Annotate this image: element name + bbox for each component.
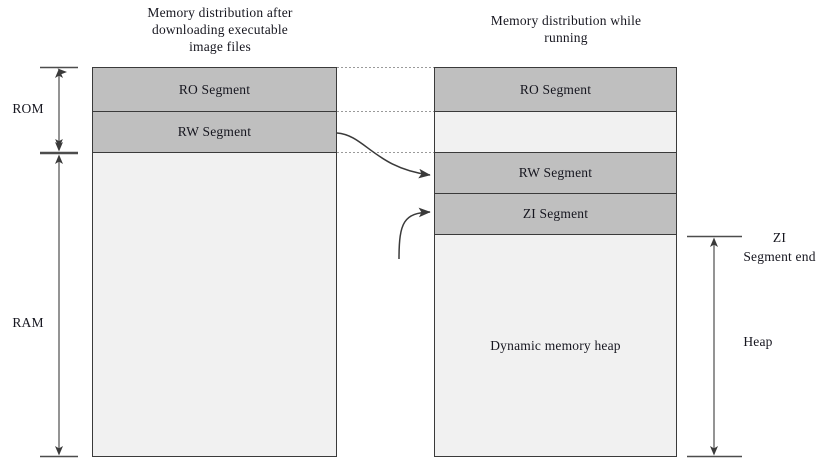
right-block-zi-segment[interactable]: ZI Segment (434, 193, 677, 235)
arrow-rw-relocation (336, 132, 431, 179)
zi-segment-end-label: ZI Segment end (730, 228, 829, 266)
ram-bracket-label: RAM (12, 315, 44, 330)
right-panel-title-line-1: Memory distribution while (490, 13, 642, 28)
right-block-ro-segment-label: RO Segment (519, 81, 592, 97)
right-block-gap[interactable] (434, 111, 677, 153)
right-block-dynamic-heap-label: Dynamic memory heap (490, 337, 621, 353)
right-block-ro-segment[interactable]: RO Segment (434, 67, 677, 112)
left-block-ro-segment[interactable]: RO Segment (92, 67, 337, 112)
right-panel-title: Memory distribution while running (452, 12, 680, 46)
left-panel-title-line-1: Memory distribution after (147, 5, 293, 20)
left-block-ro-segment-label: RO Segment (178, 81, 251, 97)
arrow-zi-creation (398, 207, 431, 260)
right-block-dynamic-heap[interactable]: Dynamic memory heap (434, 234, 677, 457)
left-panel-title-line-2: downloading executable (152, 22, 288, 37)
right-block-rw-segment[interactable]: RW Segment (434, 152, 677, 194)
left-panel-title: Memory distribution after downloading ex… (110, 4, 330, 55)
rom-bracket-arrowheads (55, 68, 63, 152)
zi-segment-end-label-line-1: ZI (772, 230, 787, 245)
left-block-free-space[interactable] (92, 152, 337, 457)
left-block-rw-segment[interactable]: RW Segment (92, 111, 337, 153)
zi-segment-end-label-line-2: Segment end (743, 249, 816, 264)
right-panel-title-line-2: running (544, 30, 588, 45)
left-block-rw-segment-label: RW Segment (177, 124, 252, 139)
heap-bracket-label: Heap (743, 334, 773, 349)
left-panel-title-line-3: image files (189, 39, 251, 54)
heap-bracket-arrowheads (710, 237, 718, 456)
ram-bracket-arrowheads (55, 154, 63, 456)
right-block-zi-segment-label: ZI Segment (522, 206, 589, 221)
rom-bracket-label: ROM (12, 101, 44, 116)
ram-bracket (40, 152, 78, 458)
right-block-rw-segment-label: RW Segment (518, 165, 593, 180)
